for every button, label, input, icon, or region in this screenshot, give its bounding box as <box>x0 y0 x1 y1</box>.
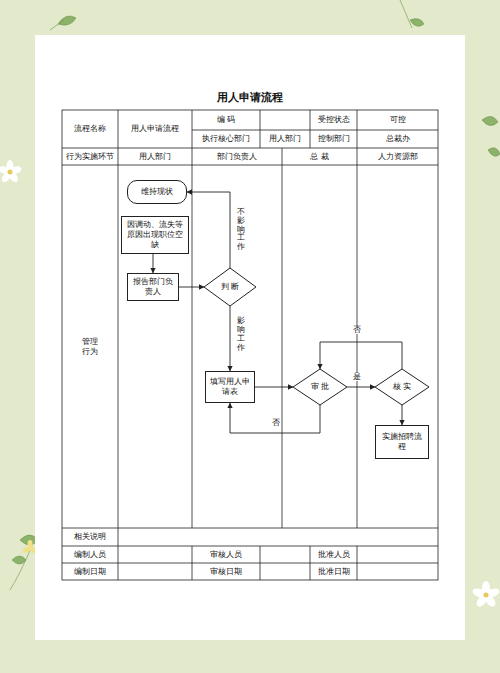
flow-connector <box>402 405 403 425</box>
table-cell-text: 总 裁 <box>307 152 332 162</box>
node-text: 因调动、流失等原因出现职位空缺 <box>122 220 188 250</box>
paper-card <box>35 35 465 640</box>
flow-connector <box>153 254 154 273</box>
node-text: 填写用人申请表 <box>206 377 254 397</box>
table-cell: 可控 <box>357 110 438 130</box>
flow-connector <box>255 387 293 388</box>
table-cell: 相关说明 <box>62 528 118 546</box>
form-table-lines <box>62 110 438 580</box>
table-cell: 用人部门 <box>260 130 310 148</box>
process-box: 实施招聘流程 <box>375 425 429 459</box>
table-cell-text: 用人部门 <box>266 134 304 144</box>
table-cell: 执行核心部门 <box>192 130 260 148</box>
diagram-title: 用人申请流程 <box>62 90 438 105</box>
table-cell-text: 总裁办 <box>383 134 413 144</box>
node-text: 报告部门负责人 <box>128 277 178 297</box>
flow-connector <box>320 342 402 369</box>
table-cell-text: 相关说明 <box>71 532 109 542</box>
process-box: 报告部门负责人 <box>127 273 179 301</box>
decision-diamond: 核 实 <box>375 369 429 405</box>
table-cell: 部门负责人 <box>192 148 282 165</box>
table-cell-text: 管理 行为 <box>78 337 102 357</box>
table-cell: 用人申请流程 <box>118 110 192 148</box>
flow-connector <box>230 306 231 371</box>
decision-diamond: 判 断 <box>204 268 256 306</box>
table-cell: 审核日期 <box>192 563 260 580</box>
table-cell-text: 编制人员 <box>71 550 109 560</box>
flow-connector <box>347 387 375 388</box>
table-cell: 批准人员 <box>310 546 357 563</box>
terminal-box: 维持现状 <box>127 180 187 204</box>
table-cell-text: 流程名称 <box>71 124 109 134</box>
table-cell-text: 审核日期 <box>207 567 245 577</box>
table-cell: 总 裁 <box>282 148 357 165</box>
table-cell-text: 编 码 <box>214 115 239 125</box>
table-cell: 总裁办 <box>357 130 438 148</box>
flow-connector <box>187 192 230 268</box>
node-text: 判 断 <box>218 282 243 292</box>
table-cell-text: 批准日期 <box>315 567 353 577</box>
edge-label: 是 <box>353 373 361 382</box>
table-cell: 控制部门 <box>310 130 357 148</box>
table-cell: 管理 行为 <box>62 165 118 528</box>
node-text: 审 批 <box>308 382 333 392</box>
table-cell-text: 审核人员 <box>207 550 245 560</box>
table-cell-text: 控制部门 <box>315 134 353 144</box>
table-cell-text: 用人部门 <box>136 152 174 162</box>
table-cell-text: 可控 <box>387 115 409 125</box>
flow-connector <box>230 403 320 433</box>
table-cell-text: 受控状态 <box>315 115 353 125</box>
table-cell: 受控状态 <box>310 110 357 130</box>
table-cell-text: 行为实施环节 <box>63 152 117 162</box>
table-cell-text: 执行核心部门 <box>199 134 253 144</box>
table-cell: 用人部门 <box>118 148 192 165</box>
table-cell-text: 用人申请流程 <box>128 124 182 134</box>
edge-label: 否 <box>353 326 361 335</box>
decision-diamond: 审 批 <box>293 369 347 405</box>
process-box: 填写用人申请表 <box>205 371 255 403</box>
table-cell-text: 部门负责人 <box>214 152 260 162</box>
table-cell: 编制日期 <box>62 563 118 580</box>
node-text: 实施招聘流程 <box>376 432 428 452</box>
edge-label: 否 <box>272 419 280 428</box>
edge-label: 不影响工作 <box>237 208 245 252</box>
node-text: 维持现状 <box>138 187 176 197</box>
table-cell-text: 人力资源部 <box>375 152 421 162</box>
edge-label: 影响工作 <box>237 317 245 352</box>
table-cell: 行为实施环节 <box>62 148 118 165</box>
flow-connector <box>179 287 204 288</box>
table-cell-text: 编制日期 <box>71 567 109 577</box>
table-cell: 编 码 <box>192 110 260 130</box>
table-cell: 审核人员 <box>192 546 260 563</box>
process-box: 因调动、流失等原因出现职位空缺 <box>121 216 189 254</box>
node-text: 核 实 <box>390 382 415 392</box>
table-cell: 批准日期 <box>310 563 357 580</box>
table-cell-text: 批准人员 <box>315 550 353 560</box>
table-cell: 编制人员 <box>62 546 118 563</box>
table-cell: 流程名称 <box>62 110 118 148</box>
table-cell: 人力资源部 <box>357 148 438 165</box>
